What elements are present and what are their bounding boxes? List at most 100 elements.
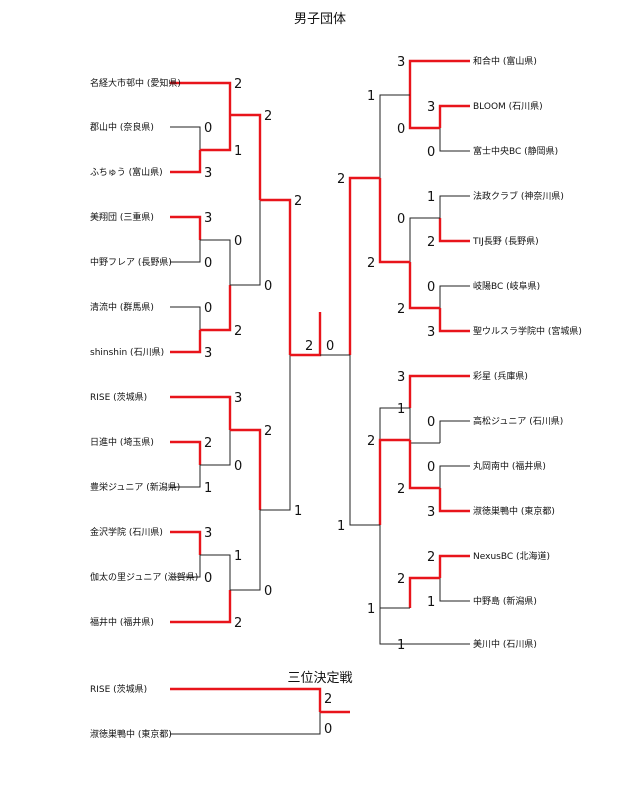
score-l-10: 3 (204, 526, 212, 541)
right-r2-d (409, 408, 440, 444)
score-l-4: 0 (204, 256, 212, 271)
left-team-0: 名経大市邨中 (愛知県) (90, 77, 181, 89)
score-r-r2-f: 2 (397, 572, 405, 587)
score-r-r3-d: 1 (367, 602, 375, 617)
score-third-b: 0 (324, 722, 332, 737)
score-r-r3-b: 2 (367, 256, 375, 271)
right-line-12 (439, 578, 470, 602)
score-l-r2-e: 1 (234, 549, 242, 564)
right-team-11: NexusBC (北海道) (473, 550, 550, 562)
score-r-3: 1 (427, 190, 435, 205)
score-r-9: 0 (427, 460, 435, 475)
left-r4-a (260, 198, 292, 355)
right-team-0: 和合中 (富山県) (473, 55, 537, 67)
right-team-3: 法政クラブ (神奈川県) (473, 190, 564, 202)
right-r3-c (379, 407, 410, 440)
left-r3-a (230, 113, 262, 200)
right-r2-c (408, 262, 440, 310)
left-team-8: 日進中 (埼玉県) (90, 436, 154, 448)
right-team-6: 聖ウルスラ学院中 (宮城県) (473, 325, 582, 337)
score-r-r2-b: 0 (397, 212, 405, 227)
score-final-left: 2 (305, 339, 313, 354)
score-l-9: 1 (204, 481, 212, 496)
score-r-8: 0 (427, 415, 435, 430)
left-line-1 (170, 126, 201, 150)
right-team-10: 淑徳巣鴨中 (東京都) (473, 505, 555, 517)
right-r3-d (378, 438, 410, 525)
right-team-9: 丸岡南中 (福井県) (473, 460, 546, 472)
score-l-r4-b: 1 (294, 504, 302, 519)
right-team-12: 中野島 (新潟県) (473, 595, 537, 607)
score-l-11: 0 (204, 571, 212, 586)
left-r2-d (200, 430, 231, 466)
score-l-12: 2 (234, 616, 242, 631)
score-l-3: 3 (204, 211, 212, 226)
score-l-5: 0 (204, 301, 212, 316)
right-line-7 (408, 374, 470, 408)
score-l-r3-a: 2 (264, 109, 272, 124)
left-line-5 (170, 306, 201, 330)
score-r-r2-d: 1 (397, 402, 405, 417)
score-r-r3-c: 2 (367, 434, 375, 449)
bracket-title: 男子団体 (294, 12, 346, 27)
score-l-r2-b: 0 (234, 234, 242, 249)
score-l-r3-b: 0 (264, 279, 272, 294)
left-line-12 (170, 590, 232, 624)
right-line-8 (439, 420, 470, 443)
score-r-r3-a: 1 (367, 89, 375, 104)
left-team-4: 中野フレア (長野県) (90, 256, 172, 268)
score-r-r2-a: 0 (397, 122, 405, 137)
score-r-r2-c: 2 (397, 302, 405, 317)
score-l-1: 0 (204, 121, 212, 136)
score-l-r3-c: 2 (264, 424, 272, 439)
right-team-4: TIJ長野 (長野県) (472, 236, 539, 247)
score-r-r4-a: 2 (337, 172, 345, 187)
right-line-10 (438, 488, 470, 513)
left-team-12: 福井中 (福井県) (90, 616, 154, 628)
left-line-9 (170, 465, 201, 488)
right-r2-e (408, 440, 440, 490)
score-r-7: 3 (397, 370, 405, 385)
score-r-r2-e: 2 (397, 482, 405, 497)
left-line-8 (170, 440, 202, 465)
left-team-5: 清流中 (群馬県) (90, 301, 154, 313)
left-r2-e (200, 554, 231, 590)
right-line-6 (438, 308, 470, 333)
left-r3-c (230, 428, 262, 510)
right-r2-f (408, 576, 440, 608)
score-final-right: 0 (326, 339, 334, 354)
third-place-title: 三位決定戦 (287, 671, 352, 686)
left-team-6: shinshin (石川県) (90, 347, 164, 358)
score-l-r3-d: 0 (264, 584, 272, 599)
left-team-10: 金沢学院 (石川県) (90, 526, 163, 538)
right-team-13: 美川中 (石川県) (473, 638, 537, 650)
right-line-13 (379, 570, 470, 645)
third-place-team-b: 淑徳巣鴨中 (東京都) (90, 728, 172, 740)
right-r3-e (379, 525, 410, 609)
score-l-r2-a: 1 (234, 144, 242, 159)
left-line-4 (170, 240, 201, 263)
score-r-1: 3 (427, 100, 435, 115)
right-team-1: BLOOM (石川県) (473, 101, 543, 112)
right-line-9 (439, 465, 470, 488)
score-l-8: 2 (204, 436, 212, 451)
score-r-5: 0 (427, 280, 435, 295)
left-r4-b (260, 355, 291, 511)
score-r-0: 3 (397, 55, 405, 70)
right-line-0 (408, 59, 470, 95)
score-third-a: 2 (324, 692, 332, 707)
right-r4-a (348, 176, 380, 355)
score-r-10: 3 (427, 505, 435, 520)
left-r2-b (200, 239, 231, 285)
right-team-5: 岐陽BC (岐阜県) (473, 280, 540, 292)
right-line-1 (438, 104, 470, 128)
right-r3-b (378, 178, 410, 264)
right-r2-a (408, 95, 440, 130)
right-line-3 (439, 195, 470, 218)
left-line-11 (170, 555, 201, 578)
right-line-11 (438, 554, 470, 578)
score-l-6: 3 (204, 346, 212, 361)
third-place-team-a: RISE (茨城県) (90, 683, 147, 695)
